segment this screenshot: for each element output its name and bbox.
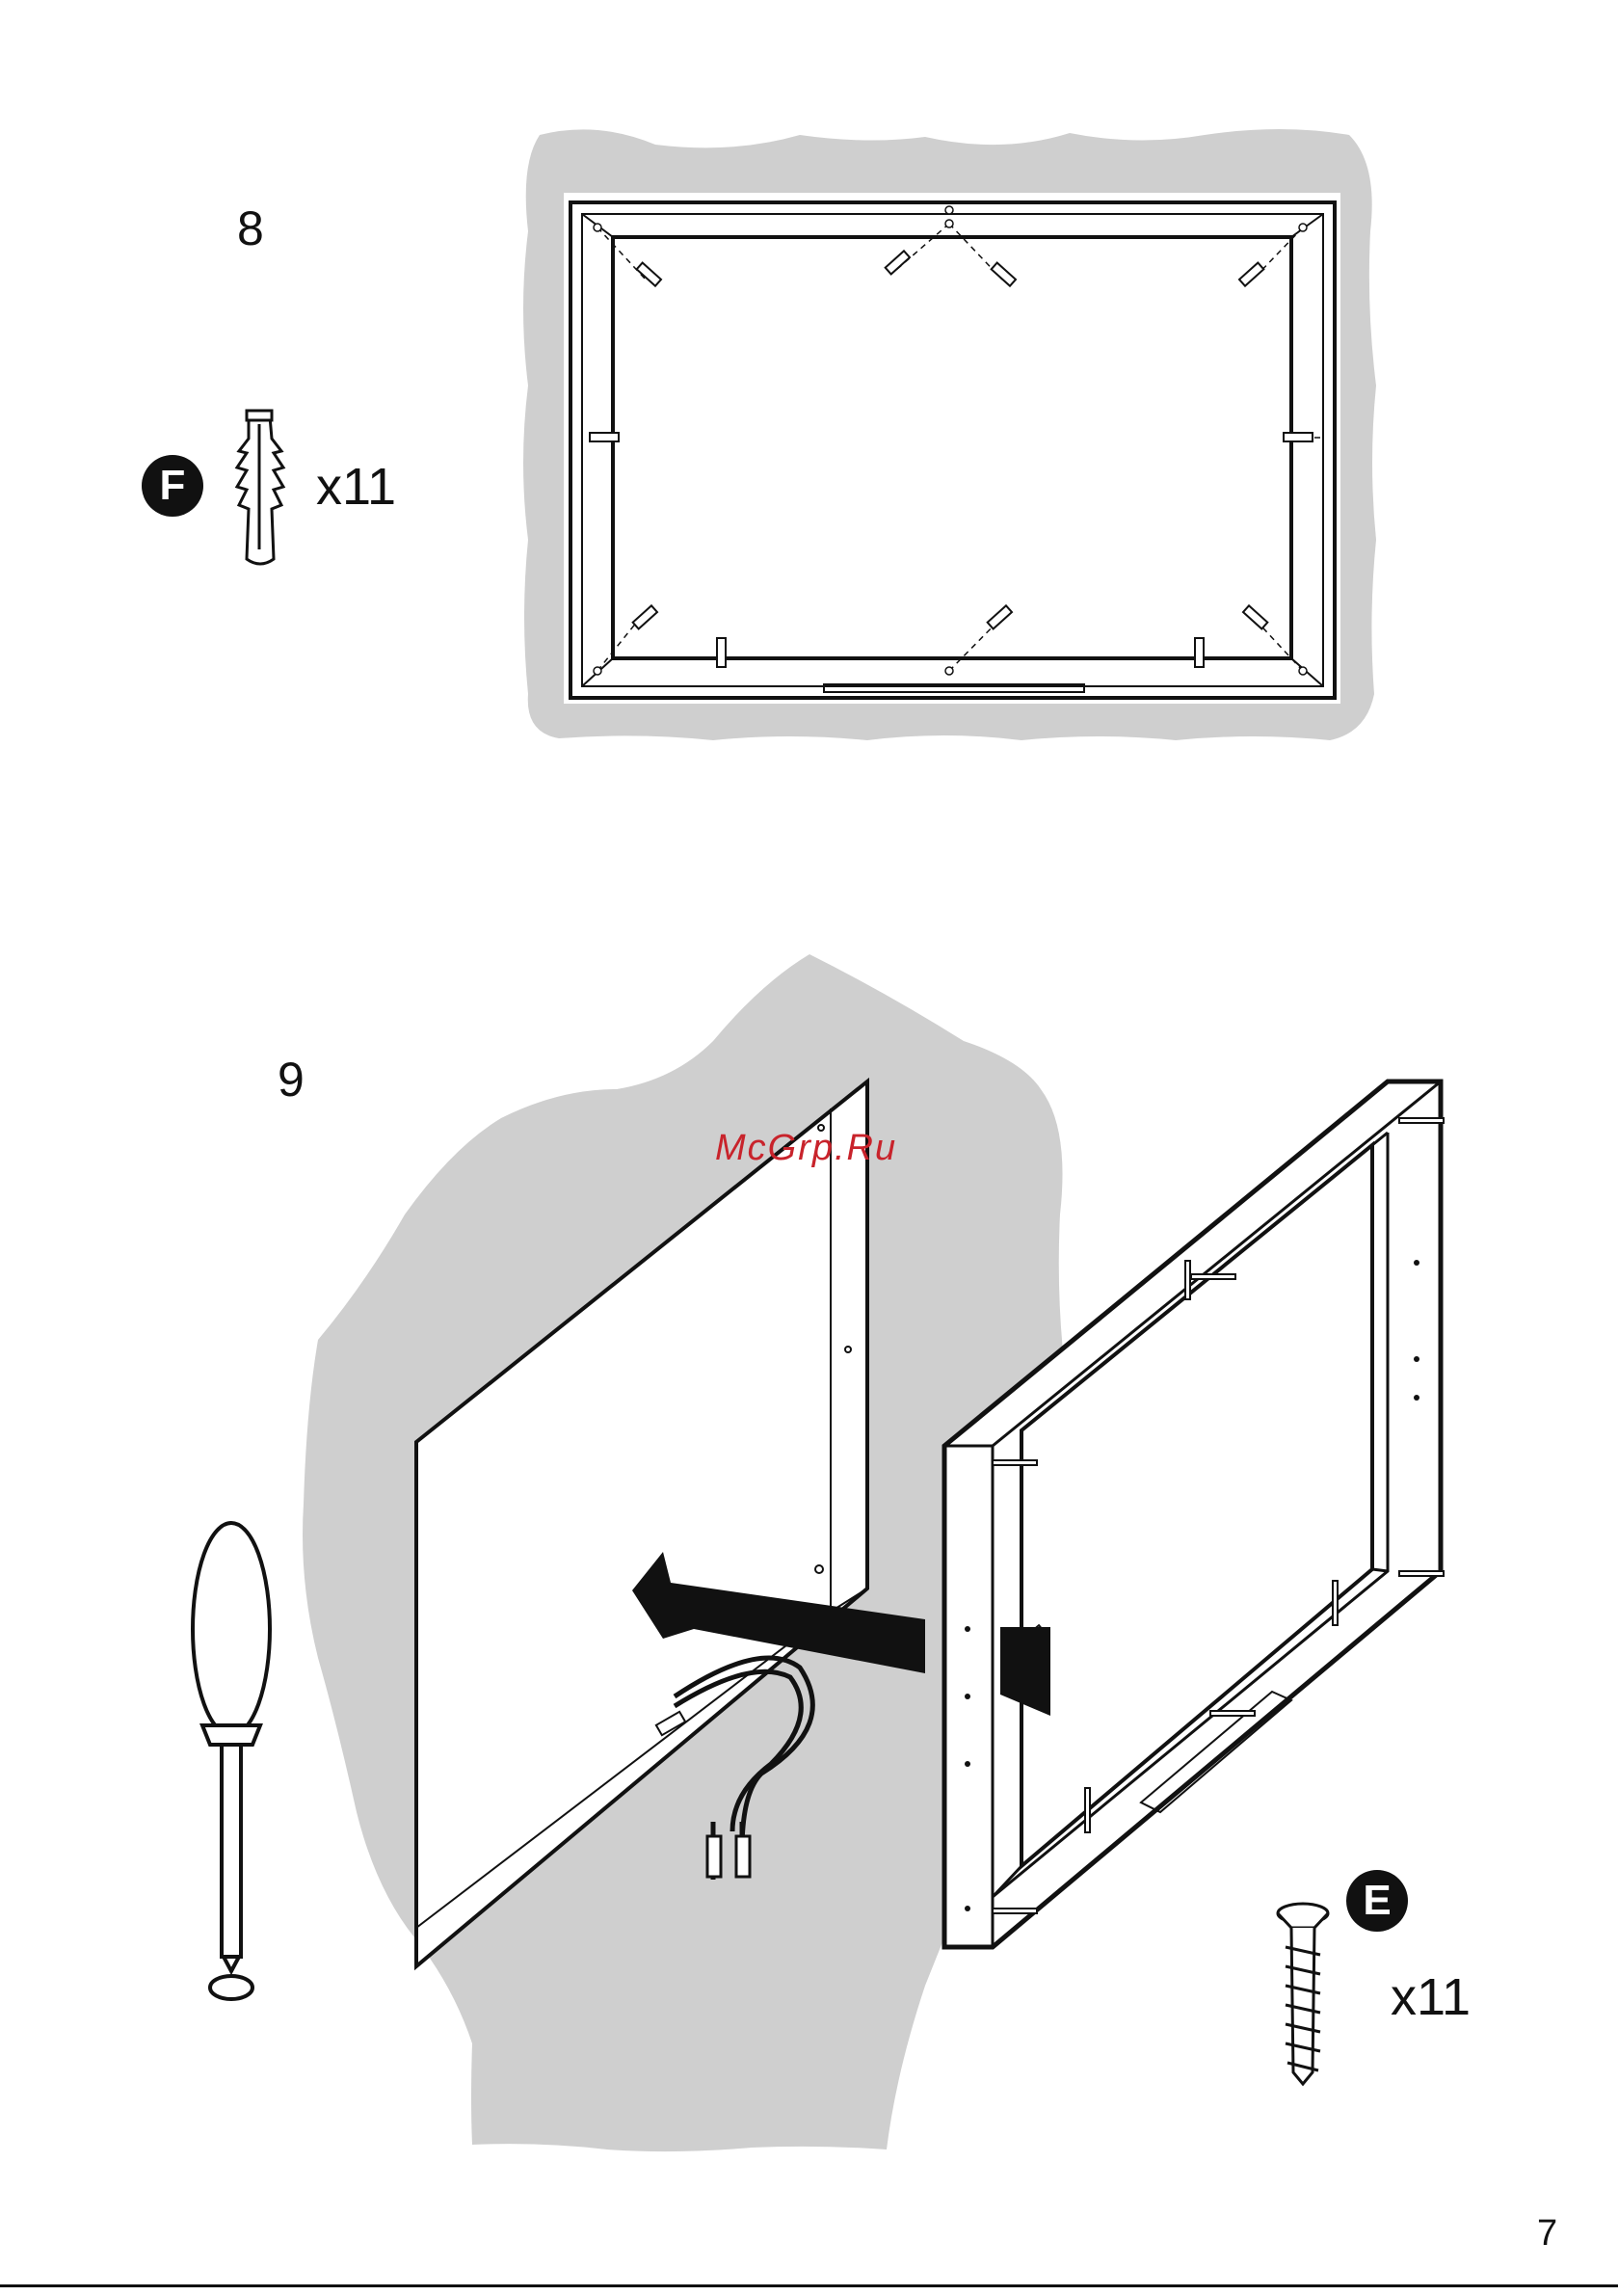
frame-inner — [613, 237, 1291, 658]
step8-illustration — [523, 129, 1376, 740]
part-badge-f: F — [142, 455, 203, 517]
wall-plug-icon — [237, 411, 283, 564]
step-number-8: 8 — [237, 204, 264, 253]
step-number-9: 9 — [278, 1055, 305, 1104]
bottom-rule — [0, 2284, 1618, 2287]
part-badge-e: E — [1346, 1870, 1408, 1932]
quantity-screw: x11 — [1391, 1971, 1471, 2023]
watermark: McGrp.Ru — [715, 1128, 897, 1169]
quantity-wall-plug: x11 — [316, 461, 396, 513]
screw-icon — [1278, 1904, 1328, 2084]
page-number: 7 — [1537, 2215, 1557, 2252]
screwdriver-icon — [193, 1523, 270, 1999]
